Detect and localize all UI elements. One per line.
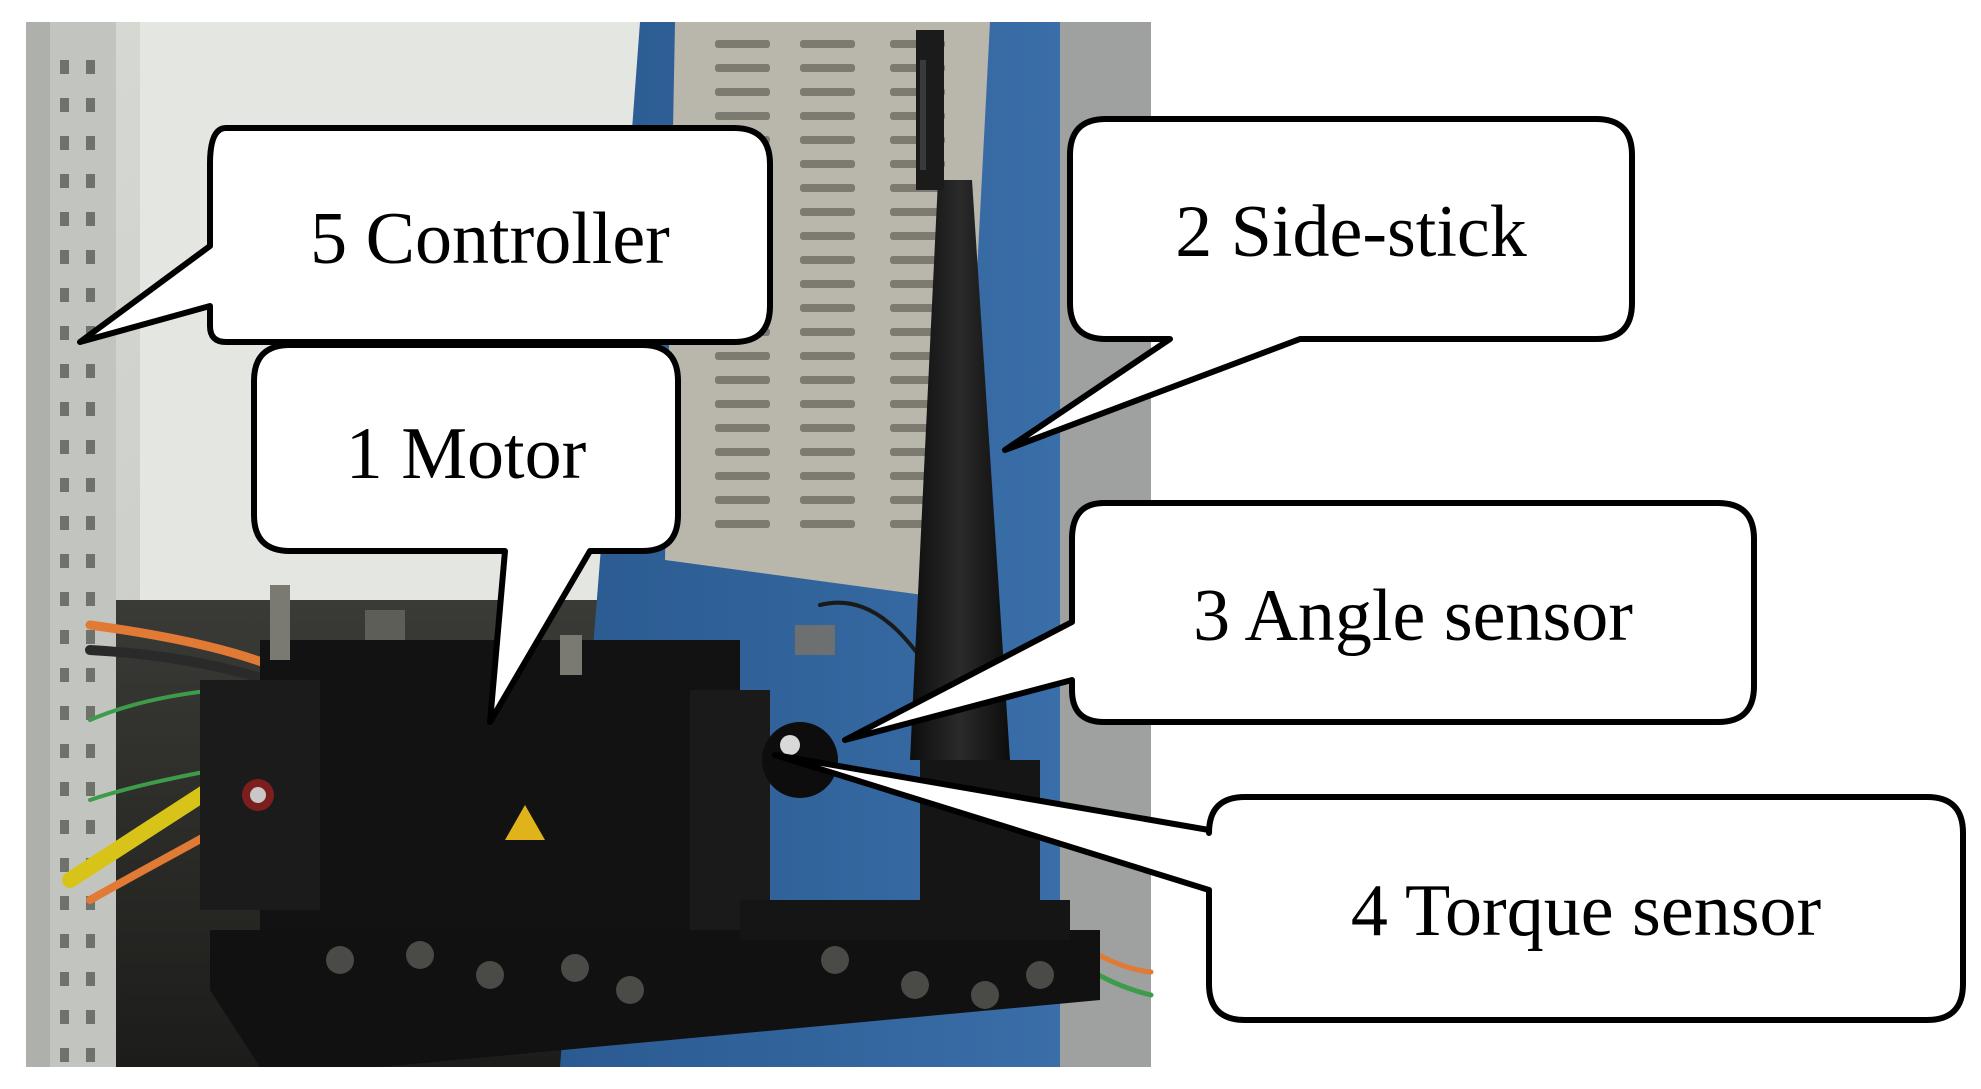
cabinet-vents — [715, 40, 945, 528]
base-plate — [210, 900, 1100, 1067]
callout-controller: 5 Controller — [77, 125, 773, 345]
callout-motor: 1 Motor — [251, 342, 681, 725]
callout-torque-sensor-label: 4 Torque sensor — [1351, 870, 1821, 952]
callout-side-stick-label: 2 Side-stick — [1175, 191, 1526, 273]
motor-assembly — [200, 585, 740, 940]
callout-torque-sensor: 4 Torque sensor — [772, 752, 1966, 1023]
callout-angle-sensor: 3 Angle sensor — [842, 500, 1757, 743]
callout-angle-sensor-label: 3 Angle sensor — [1193, 575, 1633, 657]
base-bolts — [326, 941, 1054, 1009]
callout-side-stick: 2 Side-stick — [1002, 116, 1635, 453]
rack-panel — [26, 22, 116, 1067]
callout-controller-label: 5 Controller — [310, 198, 670, 280]
callout-motor-label: 1 Motor — [346, 413, 587, 495]
